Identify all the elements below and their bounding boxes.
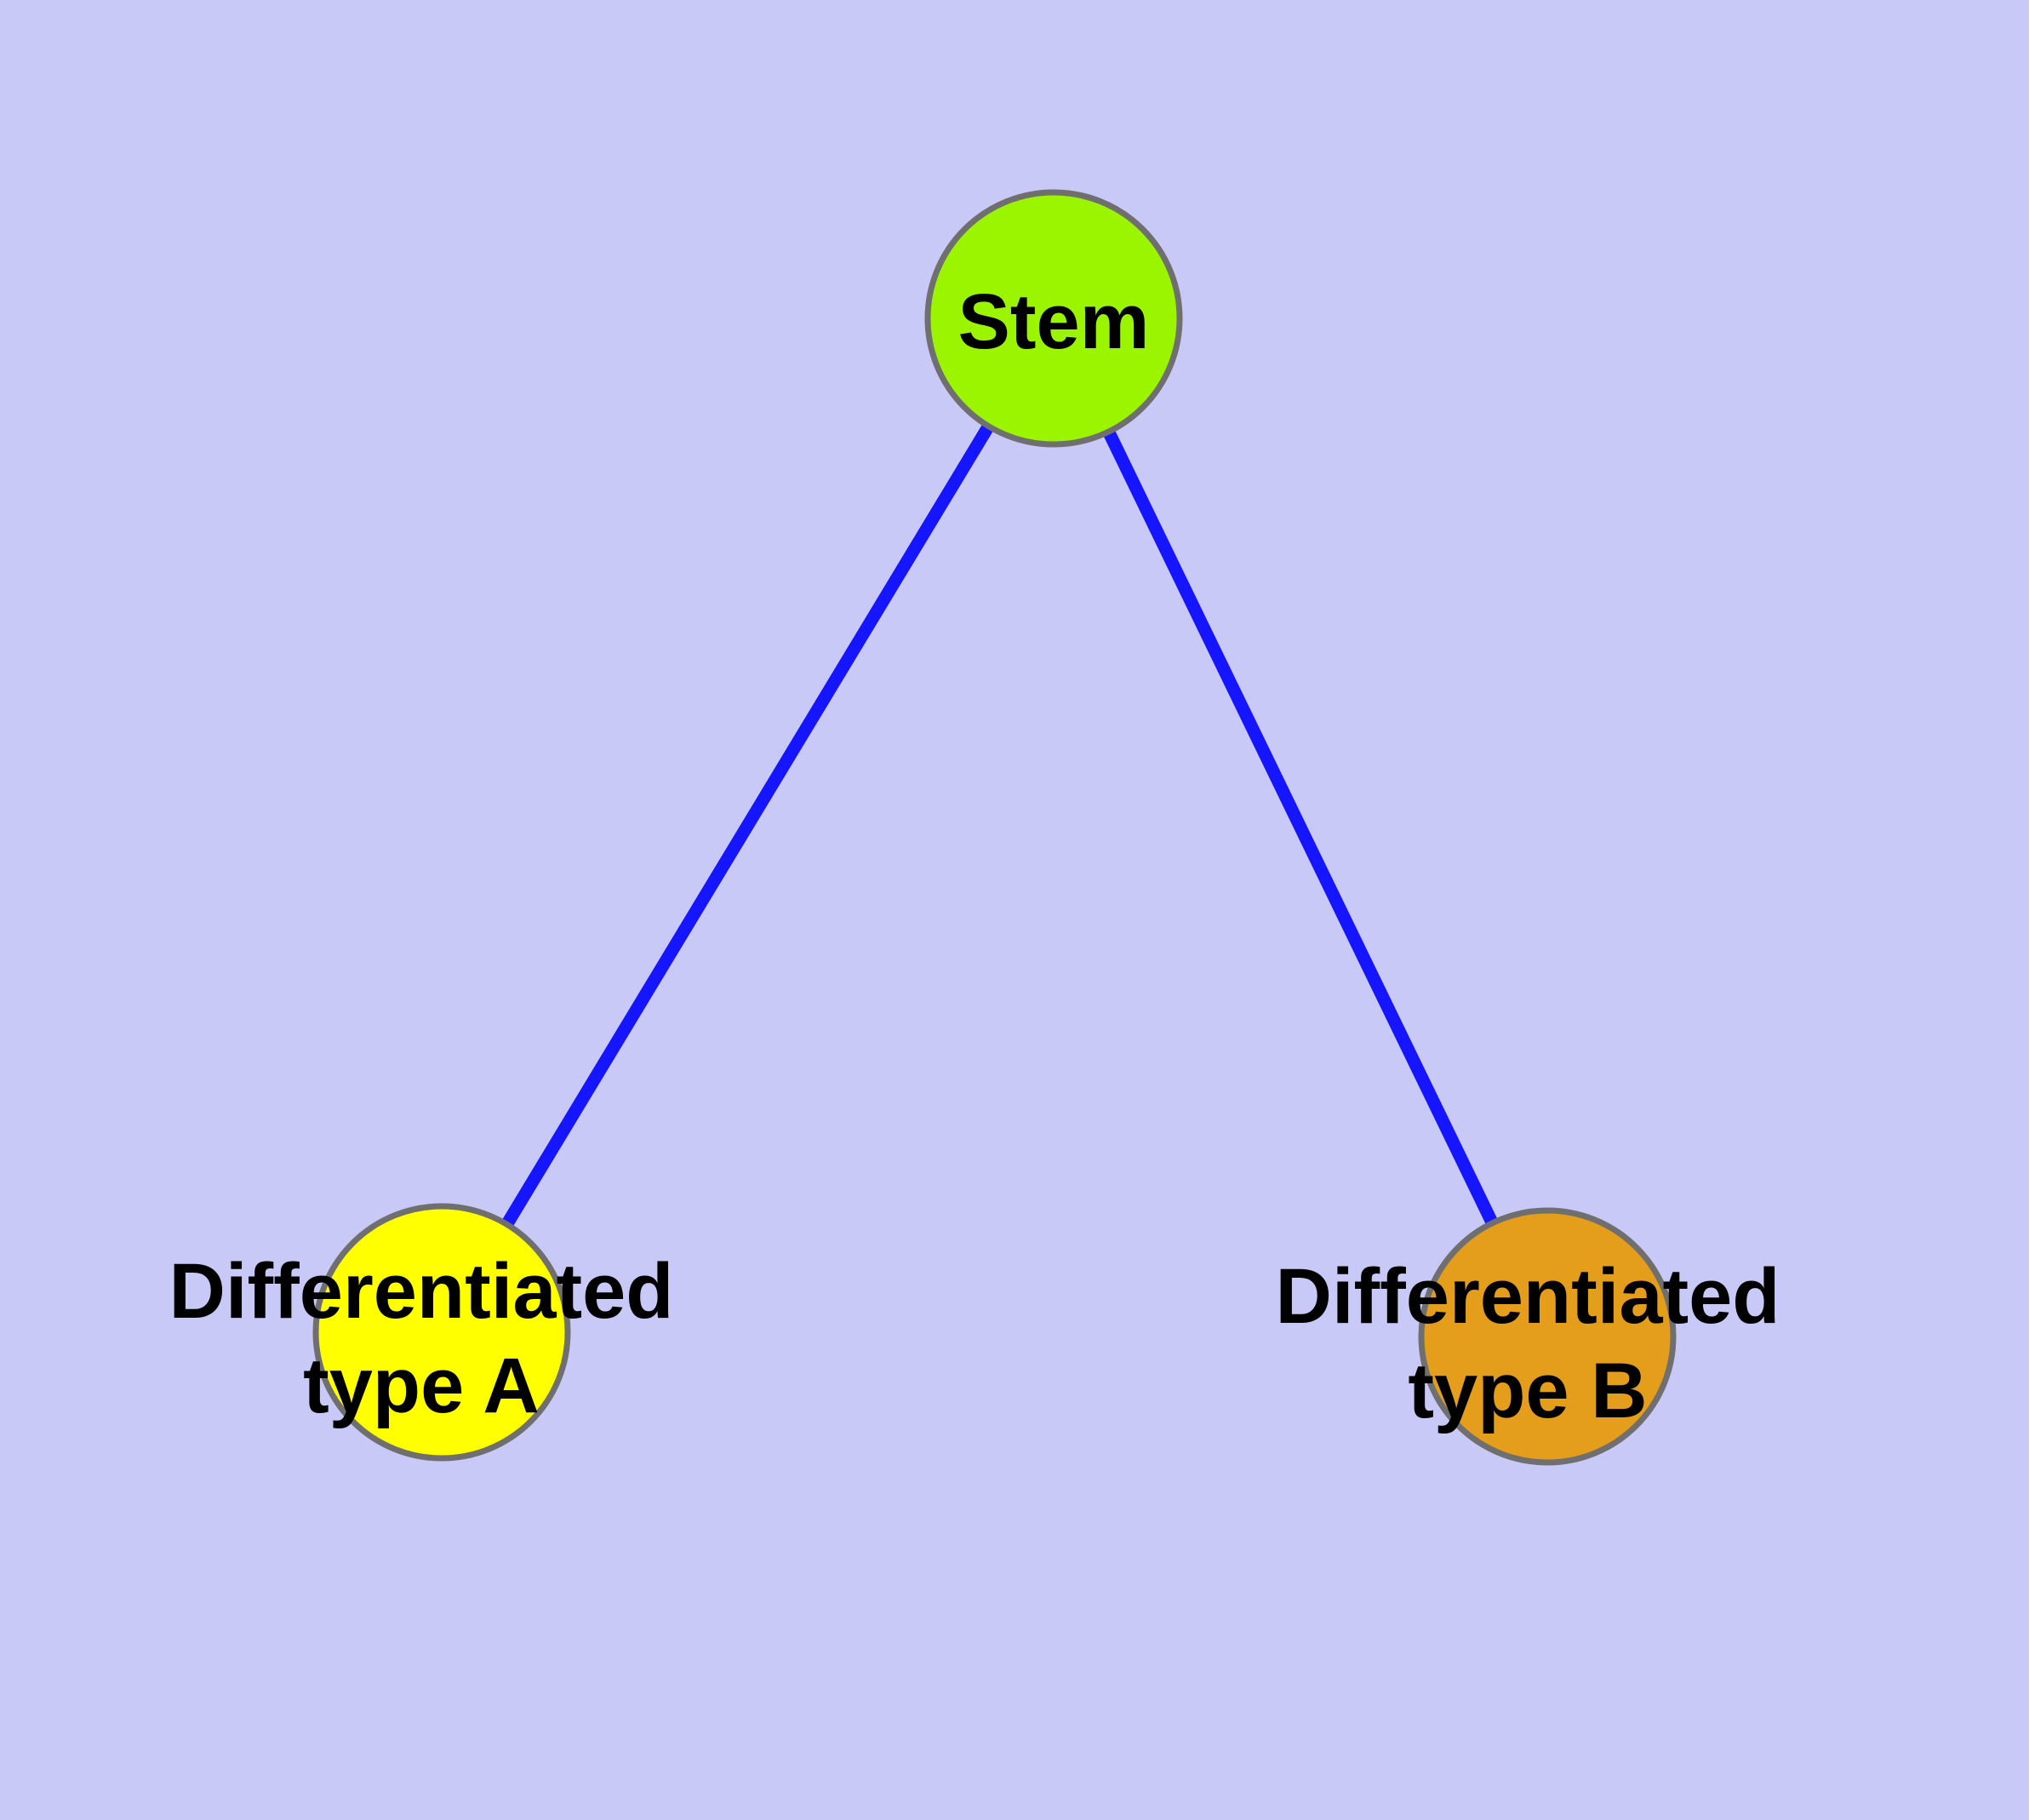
node-type-b-label-line2: type B	[1408, 1348, 1647, 1434]
node-stem-label: Stem	[958, 278, 1150, 365]
node-differentiated-type-b	[1418, 1207, 1677, 1466]
edge-stem-to-type-b	[1048, 315, 1553, 1340]
node-type-a-label-line1: Differentiated	[169, 1248, 674, 1335]
node-type-a-label-line2: type A	[303, 1342, 540, 1429]
node-differentiated-type-a	[312, 1203, 571, 1462]
node-stem	[924, 189, 1183, 448]
node-type-b-label-line1: Differentiated	[1276, 1253, 1780, 1340]
edge-stem-to-type-a	[436, 315, 1060, 1336]
